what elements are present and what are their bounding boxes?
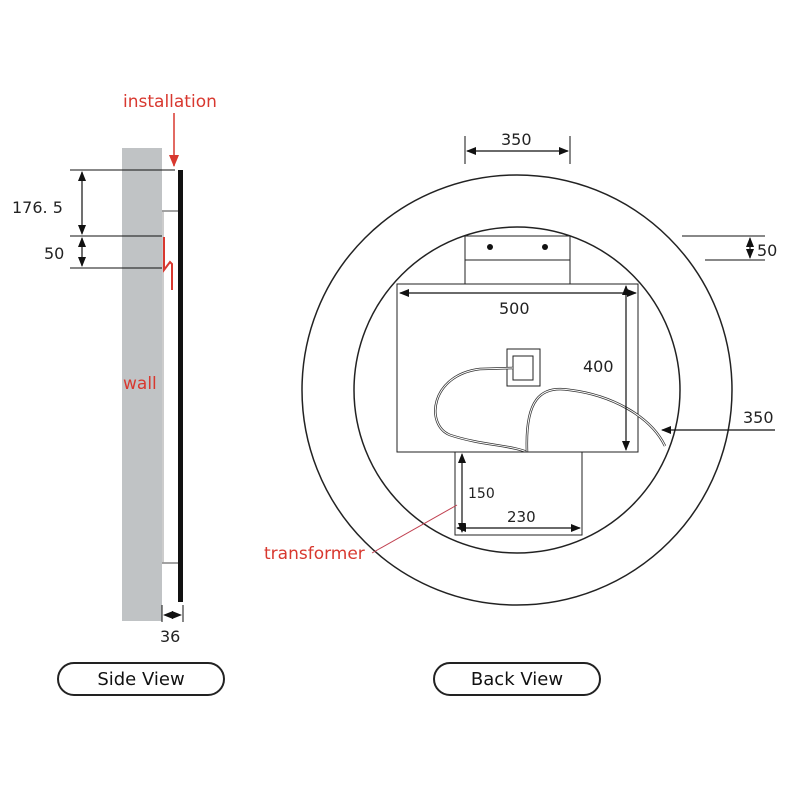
hanging-hook	[163, 237, 173, 290]
mirror-edge	[178, 170, 183, 602]
side-view: 176. 5 50 wall installation 36	[12, 92, 217, 646]
back-view: 500 400 150 230 350 50 350 transformer	[264, 130, 777, 606]
cable-right-core	[526, 388, 666, 453]
dim-transformer-width-label: 230	[507, 508, 536, 526]
transformer-box	[454, 451, 583, 536]
dim-transformer-height-label: 150	[468, 486, 495, 502]
wall-label: wall	[123, 374, 157, 394]
dim-depth-label: 36	[160, 627, 180, 646]
dim-panel-height-label: 400	[583, 357, 614, 376]
dim-hook-label: 50	[44, 244, 64, 263]
transformer-leader-line	[371, 504, 458, 554]
screw-hole	[542, 244, 548, 250]
transformer-label: transformer	[264, 544, 365, 564]
installation-label: installation	[123, 92, 217, 112]
cable-left-core	[434, 367, 528, 453]
mirror-inner-circle	[353, 226, 681, 554]
screw-hole	[487, 244, 493, 250]
side-view-label: Side View	[57, 662, 225, 696]
wall	[122, 148, 162, 621]
dim-bracket-offset-label: 50	[757, 241, 777, 260]
dim-radius-label: 350	[743, 408, 774, 427]
back-view-label: Back View	[433, 662, 601, 696]
switch-box-inner	[512, 355, 534, 381]
dim-bracket-width-label: 350	[501, 130, 532, 149]
dim-panel-width-label: 500	[499, 299, 530, 318]
mirror-outer-circle	[301, 174, 733, 606]
dim-top-label: 176. 5	[12, 198, 63, 217]
